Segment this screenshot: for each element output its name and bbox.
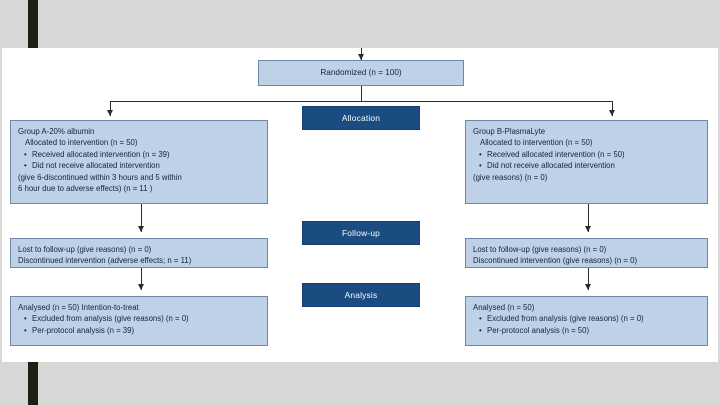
group-a-allocated: Allocated to intervention (n = 50) xyxy=(25,138,138,148)
allocation-box-group-a: Group A-20% albumin Allocated to interve… xyxy=(10,120,268,204)
group-a-note-line-2: 6 hour due to adverse effects) (n = 11 ) xyxy=(18,184,153,194)
group-a-per-protocol: Per-protocol analysis (n = 39) xyxy=(18,325,260,337)
group-b-per-protocol: Per-protocol analysis (n = 50) xyxy=(473,325,700,337)
stage-analysis-text: Analysis xyxy=(344,290,378,300)
group-b-discontinued: Discontinued intervention (give reasons)… xyxy=(473,256,638,266)
stage-allocation-text: Allocation xyxy=(341,113,381,123)
group-a-title: Group A-20% albumin xyxy=(18,127,95,136)
group-a-analysed-heading: Analysed (n = 50) Intention-to-treat xyxy=(18,303,139,312)
analysis-box-group-b: Analysed (n = 50) Excluded from analysis… xyxy=(465,296,708,346)
stage-label-follow-up: Follow-up xyxy=(302,221,420,245)
group-a-note-line-1: (give 6-discontinued within 3 hours and … xyxy=(18,172,182,182)
allocation-box-group-b: Group B-PlasmaLyte Allocated to interven… xyxy=(465,120,708,204)
group-a-bullet-not-received: Did not receive allocated intervention xyxy=(18,160,260,172)
stage-label-allocation: Allocation xyxy=(302,106,420,130)
followup-box-group-a: Lost to follow-up (give reasons) (n = 0)… xyxy=(10,238,268,268)
group-b-note-line-1: (give reasons) (n = 0) xyxy=(473,172,548,182)
group-b-analysed-heading: Analysed (n = 50) xyxy=(473,303,535,312)
group-b-allocated: Allocated to intervention (n = 50) xyxy=(480,138,593,148)
group-a-excluded: Excluded from analysis (give reasons) (n… xyxy=(18,313,260,325)
group-b-bullet-not-received: Did not receive allocated intervention xyxy=(473,160,700,172)
group-a-lost-to-followup: Lost to follow-up (give reasons) (n = 0) xyxy=(18,245,152,254)
randomized-label: Randomized (n = 100) xyxy=(320,68,402,78)
stage-follow-up-text: Follow-up xyxy=(341,228,381,238)
group-a-bullet-received: Received allocated intervention (n = 39) xyxy=(18,149,260,161)
followup-box-group-b: Lost to follow-up (give reasons) (n = 0)… xyxy=(465,238,708,268)
stage-label-analysis: Analysis xyxy=(302,283,420,307)
randomized-box: Randomized (n = 100) xyxy=(258,60,464,86)
analysis-box-group-a: Analysed (n = 50) Intention-to-treat Exc… xyxy=(10,296,268,346)
group-b-lost-to-followup: Lost to follow-up (give reasons) (n = 0) xyxy=(473,245,607,254)
group-a-discontinued: Discontinued intervention (adverse effec… xyxy=(18,256,192,266)
group-b-bullet-received: Received allocated intervention (n = 50) xyxy=(473,149,700,161)
group-b-excluded: Excluded from analysis (give reasons) (n… xyxy=(473,313,700,325)
group-b-title: Group B-PlasmaLyte xyxy=(473,127,546,136)
